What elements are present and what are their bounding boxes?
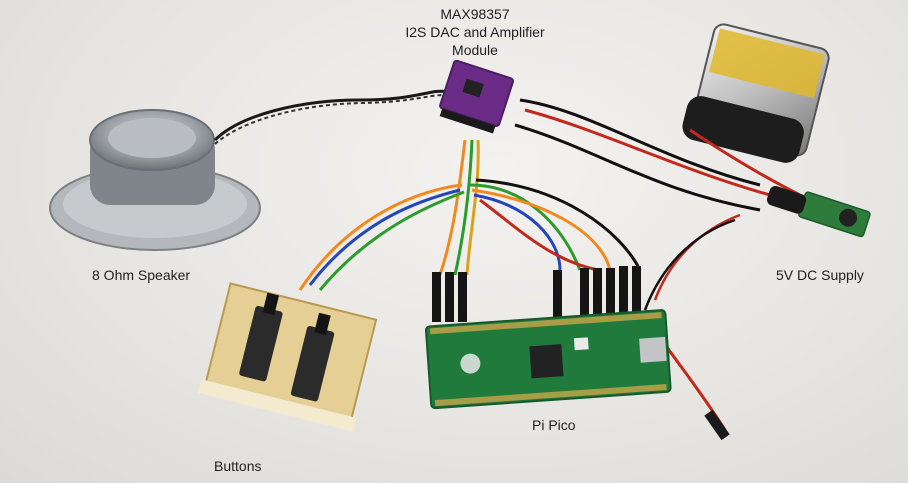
module-label-line1: MAX98357 — [440, 6, 510, 22]
speaker — [49, 109, 261, 251]
button-protoboard — [198, 282, 378, 432]
battery — [682, 23, 830, 163]
buttons-label: Buttons — [214, 458, 262, 474]
module-label: MAX98357 I2S DAC and Amplifier Module — [375, 5, 575, 59]
jumper-headers — [432, 266, 641, 322]
max98357-module — [439, 59, 514, 134]
regulator-board — [766, 186, 871, 238]
pi-pico-board — [424, 309, 672, 410]
pico-label: Pi Pico — [532, 417, 576, 433]
module-label-line2: I2S DAC and Amplifier — [405, 24, 545, 40]
module-label-line3: Module — [452, 42, 498, 58]
supply-label: 5V DC Supply — [776, 267, 864, 283]
speaker-label: 8 Ohm Speaker — [92, 267, 191, 283]
